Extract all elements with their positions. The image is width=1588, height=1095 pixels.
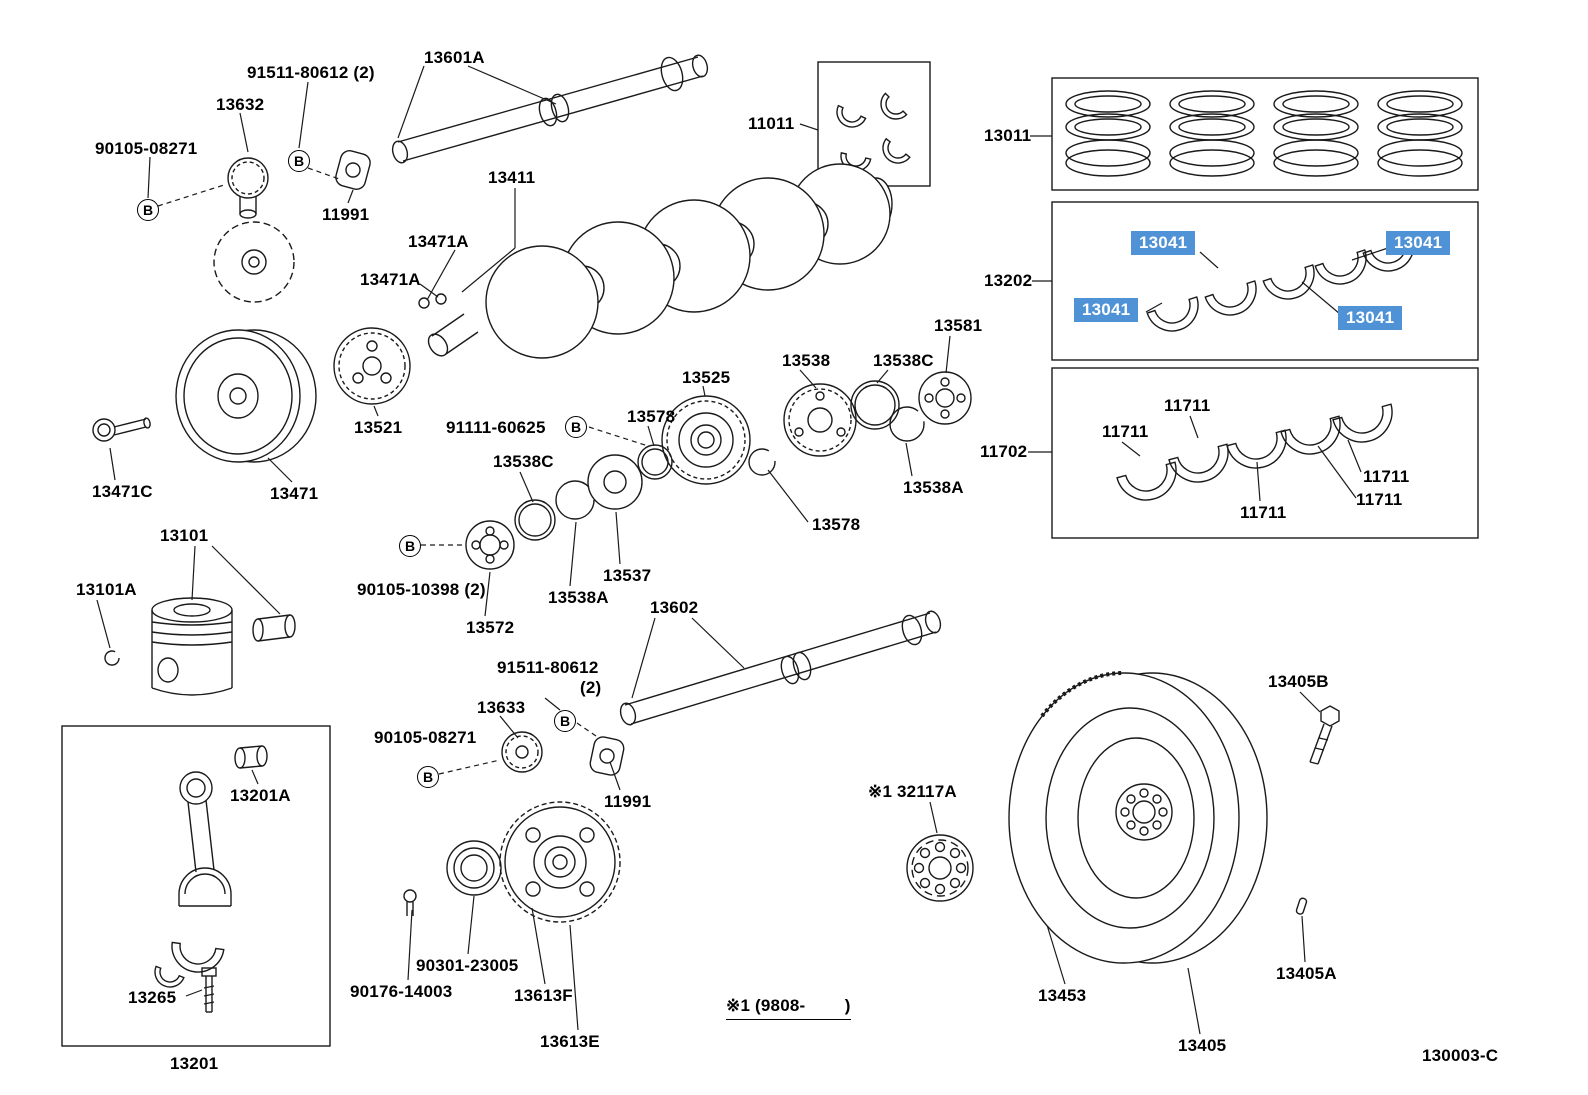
part-art-gear-train bbox=[465, 371, 972, 570]
part-label-13538C-left[interactable]: 13538C bbox=[493, 452, 554, 471]
part-label-13538C-right[interactable]: 13538C bbox=[873, 351, 934, 370]
part-art-11991-plate-top bbox=[335, 150, 371, 190]
part-label-13538[interactable]: 13538 bbox=[782, 351, 831, 370]
bolt-callout-b-6: B bbox=[417, 766, 439, 788]
part-label-90105-08271-bottom[interactable]: 90105-08271 bbox=[374, 728, 477, 747]
part-label-90105-08271-top[interactable]: 90105-08271 bbox=[95, 139, 198, 158]
part-label-11702[interactable]: 11702 bbox=[980, 442, 1028, 461]
part-label-13601A[interactable]: 13601A bbox=[424, 48, 485, 67]
part-label-11991-bottom[interactable]: 11991 bbox=[604, 792, 652, 811]
bolt-callout-b-2: B bbox=[137, 199, 159, 221]
part-label-11991-top[interactable]: 11991 bbox=[322, 205, 370, 224]
group-frames bbox=[61, 61, 1479, 1047]
part-label-13613E[interactable]: 13613E bbox=[540, 1032, 600, 1051]
part-label-13538A-left[interactable]: 13538A bbox=[548, 588, 609, 607]
part-label-13525[interactable]: 13525 bbox=[682, 368, 731, 387]
part-art-13602-balance-shaft bbox=[619, 610, 942, 726]
part-art-13632-gear bbox=[213, 157, 295, 303]
footnote-9808: ※1 (9808- ) bbox=[726, 996, 851, 1020]
part-art-13101-piston bbox=[104, 597, 296, 696]
part-art-13601A-balance-shaft bbox=[391, 54, 709, 164]
part-art-13521-gear bbox=[333, 327, 411, 405]
part-label-13101[interactable]: 13101 bbox=[160, 526, 209, 545]
part-label-13578-top[interactable]: 13578 bbox=[627, 407, 676, 426]
part-label-13471A-2[interactable]: 13471A bbox=[360, 270, 421, 289]
part-label-13581[interactable]: 13581 bbox=[934, 316, 983, 335]
part-label-11711-3[interactable]: 11711 bbox=[1363, 467, 1410, 486]
part-label-13538A-right[interactable]: 13538A bbox=[903, 478, 964, 497]
part-label-13101A[interactable]: 13101A bbox=[76, 580, 137, 599]
part-art-13011-piston-rings bbox=[1065, 90, 1463, 177]
part-label-13471C[interactable]: 13471C bbox=[92, 482, 153, 501]
part-label-13471A-1[interactable]: 13471A bbox=[408, 232, 469, 251]
part-art-11991-plate-bottom bbox=[589, 736, 625, 776]
bolt-callout-b-3: B bbox=[565, 416, 587, 438]
part-label-13265[interactable]: 13265 bbox=[128, 988, 177, 1007]
part-label-11711-1[interactable]: 11711 bbox=[1164, 396, 1211, 415]
part-label-13572[interactable]: 13572 bbox=[466, 618, 515, 637]
part-label-13011[interactable]: 13011 bbox=[984, 126, 1032, 145]
part-label-13041-1[interactable]: 13041 bbox=[1131, 231, 1196, 255]
part-label-13405A[interactable]: 13405A bbox=[1276, 964, 1337, 983]
part-label-13405B[interactable]: 13405B bbox=[1268, 672, 1329, 691]
bolt-callout-b-5: B bbox=[554, 710, 576, 732]
part-label-11711-4[interactable]: 11711 bbox=[1356, 490, 1403, 509]
part-label-13411[interactable]: 13411 bbox=[488, 168, 536, 187]
part-art-13411-crankshaft bbox=[418, 163, 893, 359]
part-label-90105-10398[interactable]: 90105-10398 (2) bbox=[357, 580, 486, 599]
part-label-13041-4[interactable]: 13041 bbox=[1338, 306, 1403, 330]
part-art-13471-pulley bbox=[175, 329, 317, 463]
part-label-32117A[interactable]: ※1 32117A bbox=[868, 782, 957, 801]
part-label-13405[interactable]: 13405 bbox=[1178, 1036, 1227, 1055]
part-art-13405-flywheel bbox=[1008, 670, 1340, 964]
part-label-11711-2[interactable]: 11711 bbox=[1102, 422, 1149, 441]
part-art-13633-gear bbox=[501, 731, 543, 773]
part-label-91511-80612-bottom-qty[interactable]: (2) bbox=[580, 678, 602, 697]
part-label-13471[interactable]: 13471 bbox=[270, 484, 319, 503]
part-label-13613F[interactable]: 13613F bbox=[514, 986, 573, 1005]
bolt-callout-b-1: B bbox=[288, 150, 310, 172]
part-art-13613-drive-gear bbox=[403, 801, 621, 923]
part-art-11011-thrust-washers bbox=[831, 92, 911, 175]
part-label-11011[interactable]: 11011 bbox=[748, 114, 795, 133]
part-label-91511-80612-top[interactable]: 91511-80612 (2) bbox=[247, 63, 375, 82]
part-art-13471C-bolt bbox=[92, 417, 151, 442]
part-label-13633[interactable]: 13633 bbox=[477, 698, 526, 717]
part-label-13202[interactable]: 13202 bbox=[984, 271, 1033, 290]
part-label-90176-14003[interactable]: 90176-14003 bbox=[350, 982, 453, 1001]
part-art-13201-connecting-rod bbox=[149, 745, 268, 1013]
part-label-13453[interactable]: 13453 bbox=[1038, 986, 1087, 1005]
part-label-13537[interactable]: 13537 bbox=[603, 566, 652, 585]
part-label-13521[interactable]: 13521 bbox=[354, 418, 403, 437]
part-label-91111-60625[interactable]: 91111-60625 bbox=[446, 418, 546, 437]
bolt-callout-b-4: B bbox=[399, 535, 421, 557]
part-label-91511-80612-bottom[interactable]: 91511-80612 bbox=[497, 658, 599, 677]
part-label-90301-23005[interactable]: 90301-23005 bbox=[416, 956, 519, 975]
part-label-13041-3[interactable]: 13041 bbox=[1074, 298, 1139, 322]
part-label-13201A[interactable]: 13201A bbox=[230, 786, 291, 805]
part-label-13578-bottom[interactable]: 13578 bbox=[812, 515, 861, 534]
part-label-13632[interactable]: 13632 bbox=[216, 95, 265, 114]
part-label-13041-2[interactable]: 13041 bbox=[1386, 231, 1451, 255]
part-label-11711-5[interactable]: 11711 bbox=[1240, 503, 1287, 522]
part-label-13602[interactable]: 13602 bbox=[650, 598, 699, 617]
figure-code: 130003-C bbox=[1422, 1046, 1499, 1065]
part-label-13201[interactable]: 13201 bbox=[170, 1054, 219, 1073]
part-art-32117A-plate bbox=[906, 834, 974, 902]
